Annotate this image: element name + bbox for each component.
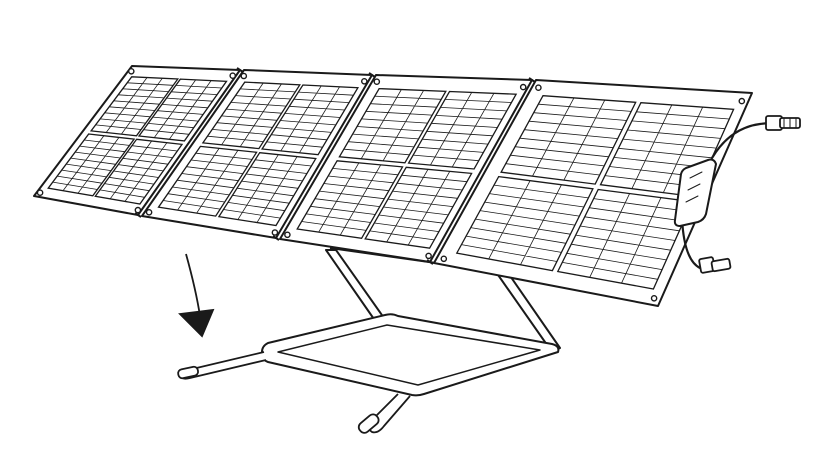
grommet (284, 231, 291, 239)
arrow-head (178, 308, 215, 338)
base-outer-frame (261, 313, 560, 397)
hinge-notch (426, 259, 434, 265)
grommet (535, 84, 542, 91)
grommet (738, 97, 746, 105)
cell-module (157, 145, 258, 217)
hinge-notch (134, 212, 142, 218)
cell-grid-lines (505, 97, 632, 181)
cell-grid-lines (369, 169, 468, 246)
solar-panel-4 (433, 79, 753, 307)
cell-grid-lines (95, 77, 174, 135)
junction-box (673, 158, 717, 227)
fold-direction-arrow (178, 253, 215, 338)
hinge-notch (236, 67, 244, 73)
grommet (134, 206, 142, 214)
cell-grid-lines (163, 148, 253, 214)
cell-grid-lines (223, 154, 312, 223)
grommet (650, 294, 658, 302)
hinge-notch (528, 77, 536, 83)
cell-grid-lines (301, 162, 399, 236)
cell-grid-lines (143, 79, 222, 140)
grommet (229, 72, 236, 79)
upper-mc4-connector (765, 115, 801, 131)
base-inner-frame (277, 324, 541, 386)
straps (177, 351, 411, 434)
grommet (360, 78, 368, 85)
cell-grid-lines (413, 92, 512, 168)
grommet (519, 83, 527, 91)
grommet (271, 229, 279, 236)
cell-grid-lines (343, 89, 442, 161)
solar-panel-1 (33, 65, 241, 216)
junction-box-detail (685, 171, 703, 203)
cell-grid-lines (604, 104, 730, 193)
cell-grid-lines (52, 135, 130, 194)
cell-module (137, 78, 228, 142)
grommet (240, 72, 248, 80)
cell-grid-lines (266, 85, 354, 154)
cell-module (296, 160, 404, 240)
hinge-notch (368, 72, 376, 78)
cell-grid-lines (562, 193, 689, 284)
solar-panels (33, 65, 753, 307)
grommet (425, 252, 432, 260)
grommet (36, 189, 44, 196)
hinge-notch (272, 235, 280, 241)
grommet (127, 68, 135, 75)
left-strap-tab (177, 365, 199, 380)
solar-panel-2 (141, 69, 373, 239)
kickstand-base (261, 313, 560, 397)
junction-box-and-cables (673, 115, 801, 274)
cell-grid-lines (461, 180, 589, 265)
cell-grid-lines (207, 82, 296, 147)
grommet (440, 255, 448, 263)
cell-grid-lines (99, 140, 178, 202)
grommet (373, 78, 381, 85)
lower-mc4-connector (698, 256, 732, 274)
front-strap (368, 393, 411, 434)
arrow-shaft (185, 253, 201, 317)
grommet (145, 208, 153, 216)
front-strap-tab (357, 413, 380, 434)
kickstand-left-leg (325, 249, 385, 323)
